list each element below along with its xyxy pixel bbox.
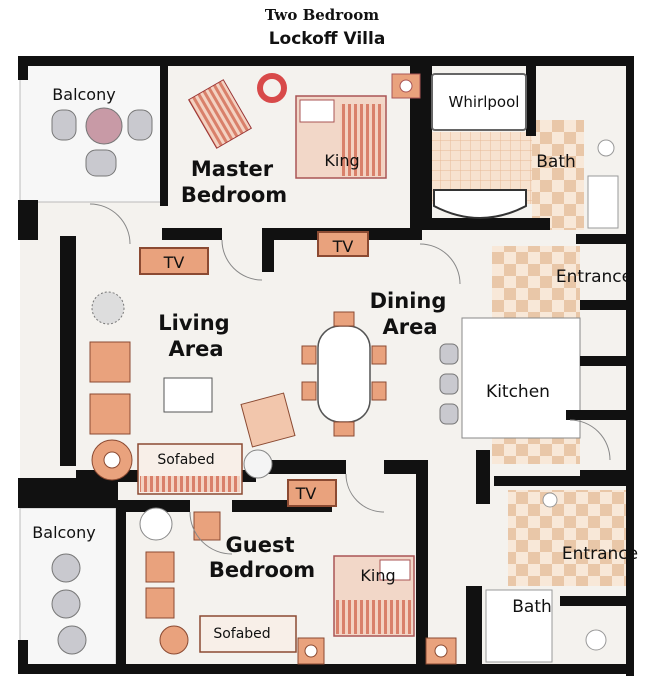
label-entrance-bottom: Entrance (562, 544, 638, 564)
balcony-top-chair (85, 149, 117, 177)
master-bed-cover (340, 104, 384, 176)
label-tv-master: TV (332, 237, 354, 256)
armchair (89, 393, 131, 435)
lamp-icon (399, 79, 413, 93)
label-whirlpool: Whirlpool (449, 93, 520, 111)
chaise-lounge (187, 79, 253, 149)
label-bath-bottom: Bath (512, 597, 552, 617)
armchair-angled (240, 392, 296, 448)
guest-side-table (159, 625, 189, 655)
guest-nightstand (193, 511, 221, 541)
label-guest-2: Bedroom (209, 558, 315, 582)
label-living-2: Area (168, 337, 223, 361)
armchair (89, 341, 131, 383)
dining-chairs (301, 311, 387, 437)
guest-bath-checker (508, 490, 632, 586)
plan-title: Two Bedroom (265, 6, 379, 24)
lamp-icon (304, 644, 318, 658)
label-master-1: Master (191, 157, 274, 181)
side-table-lamp (103, 451, 121, 469)
label-king-master: King (324, 151, 359, 170)
tv-cabinet-guest (287, 479, 337, 507)
guest-armchair (145, 587, 175, 619)
dining-table (317, 325, 371, 423)
label-living-1: Living (158, 311, 229, 335)
balcony-bottom-chairs (51, 553, 87, 655)
sofabed-guest (199, 615, 297, 653)
label-tv-living: TV (163, 253, 185, 272)
label-dining-2: Area (382, 315, 437, 339)
label-king-guest: King (360, 566, 395, 585)
master-bed-pillow (299, 99, 335, 123)
label-tv-guest: TV (295, 484, 317, 503)
kitchen-counter (461, 317, 581, 439)
label-guest-1: Guest (226, 533, 295, 557)
label-master-2: Bedroom (181, 183, 287, 207)
master-sink-icon (597, 139, 615, 157)
label-dining-1: Dining (370, 289, 447, 313)
guest-sink-icon (585, 629, 607, 651)
balcony-top-table (85, 107, 123, 145)
tv-cabinet-living (139, 247, 209, 275)
balcony-top-chair (127, 109, 153, 141)
guest-bed-pillow (379, 559, 411, 581)
label-bath-top: Bath (536, 152, 576, 172)
balcony-top-chair (51, 109, 77, 141)
guest-toilet-icon (542, 492, 558, 508)
label-sofabed-living: Sofabed (157, 452, 214, 468)
label-sofabed-guest: Sofabed (213, 626, 270, 642)
guest-bed-cover (336, 600, 412, 634)
living-side-chair (243, 449, 273, 479)
master-shower-panel (587, 175, 619, 229)
master-nightstand (391, 73, 421, 99)
label-entrance-top: Entrance (556, 267, 632, 287)
label-balcony-bottom: Balcony (32, 523, 95, 542)
whirlpool-tub (431, 73, 527, 131)
label-kitchen: Kitchen (486, 382, 550, 402)
lamp-icon (434, 644, 448, 658)
tv-cabinet-master (317, 231, 369, 257)
guest-round-table (139, 507, 173, 541)
plan-subtitle: Lockoff Villa (269, 29, 386, 49)
guest-armchair (145, 551, 175, 583)
kitchen-stools (439, 343, 459, 425)
sofabed-living-stripe (140, 476, 240, 492)
plant-icon (91, 291, 125, 325)
door-swings (89, 203, 611, 555)
round-rug (257, 73, 287, 103)
coffee-table (163, 377, 213, 413)
shower-door (433, 189, 527, 219)
master-bath-checker (532, 120, 584, 230)
label-balcony-top: Balcony (52, 85, 115, 104)
guest-bath-tub (485, 589, 553, 663)
